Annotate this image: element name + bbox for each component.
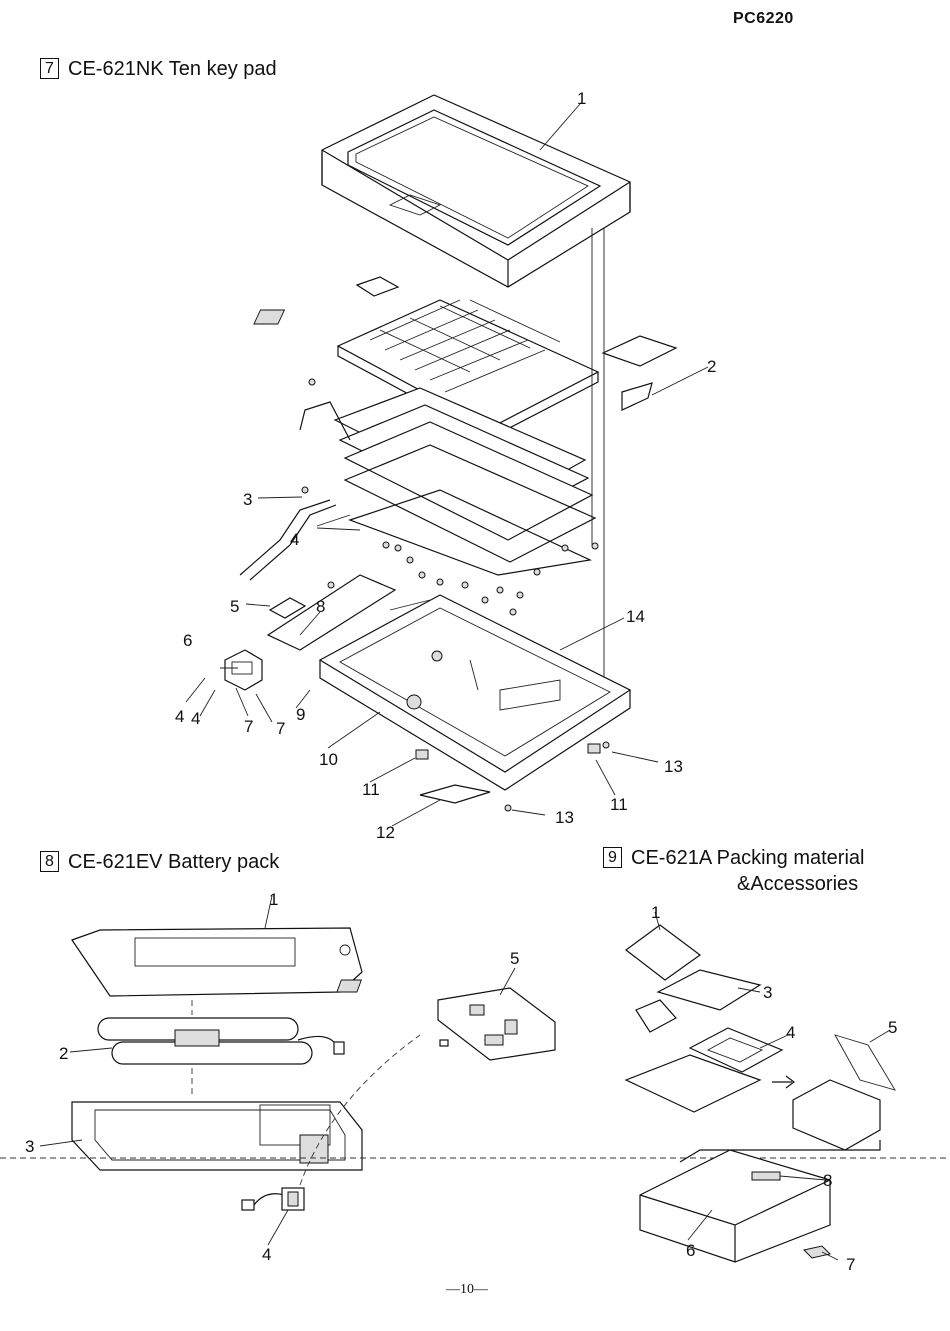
- battery-callout-1: 1: [269, 890, 278, 909]
- guide-lines: [591, 228, 605, 700]
- callout-13b: 13: [555, 808, 574, 827]
- battery-circuit-board: [437, 987, 556, 1061]
- pack-part: [635, 999, 677, 1033]
- pack-tray-3: [656, 969, 762, 1011]
- callout-8: 8: [316, 597, 325, 616]
- battery-lid: [71, 927, 363, 997]
- callout-9: 9: [296, 705, 305, 724]
- callout-11a: 11: [362, 780, 380, 799]
- foot-11-left: [415, 749, 429, 760]
- screws: [301, 378, 599, 616]
- callout-3: 3: [243, 490, 252, 509]
- connector-5: [268, 597, 307, 619]
- keyboard-assembly: [253, 299, 600, 439]
- callout-7a: 7: [244, 717, 253, 736]
- model-number: PC6220: [733, 10, 794, 27]
- connector-6: [224, 649, 263, 691]
- pack-item-7: [803, 1245, 831, 1259]
- cable-loop: [299, 401, 351, 441]
- pack-callout-5: 5: [888, 1018, 897, 1037]
- top-frame: [321, 94, 631, 288]
- section-8-number: 8: [40, 851, 59, 872]
- lower-plate: [348, 489, 593, 576]
- pack-callout-8: 8: [823, 1171, 832, 1190]
- pack-box-4: [688, 1027, 784, 1073]
- section-8-title: CE-621EV Battery pack: [68, 851, 280, 873]
- section-8-heading: 8 CE-621EV Battery pack: [40, 851, 279, 874]
- callout-2: 2: [707, 357, 716, 376]
- pack-callout-4: 4: [786, 1023, 795, 1042]
- flat-cable: [239, 499, 331, 576]
- callout-5: 5: [230, 597, 239, 616]
- pack-callout-7: 7: [846, 1255, 855, 1274]
- callout-7b: 7: [276, 719, 285, 738]
- battery-callout-5: 5: [510, 949, 519, 968]
- pack-callout-1: 1: [651, 903, 660, 922]
- tenkey-exploded-view: 1 2 3 4 5 6 4 4 7 7 8 9 10 11 11 12 13 1…: [175, 89, 716, 842]
- pad-12: [419, 784, 491, 804]
- section-7-title: CE-621NK Ten key pad: [68, 58, 277, 80]
- callout-11b: 11: [610, 795, 628, 814]
- section-7-number: 7: [40, 58, 59, 79]
- section-7-heading: 7 CE-621NK Ten key pad: [40, 58, 277, 81]
- callout-4b: 4: [175, 707, 184, 726]
- side-cover: [601, 335, 678, 367]
- section-9-number: 9: [603, 847, 622, 868]
- callout-6: 6: [183, 631, 192, 650]
- board-8: [266, 574, 397, 651]
- section-9-title: CE-621A Packing material: [631, 847, 865, 869]
- page-number: —10—: [446, 1282, 488, 1297]
- callout-12: 12: [376, 823, 395, 842]
- pack-sheet: [624, 1054, 762, 1113]
- packing-view: 1 3 4 5 6 7 8: [336, 903, 897, 1274]
- callout-4a: 4: [290, 530, 299, 549]
- callout-10: 10: [319, 750, 338, 769]
- callout-4c: 4: [191, 709, 200, 728]
- battery-pack-view: 1 2 3 4 5: [0, 890, 950, 1264]
- bottom-case: [318, 594, 632, 791]
- foot-11-right: [587, 743, 601, 754]
- section-9-heading: 9 CE-621A Packing material: [603, 847, 864, 870]
- battery-callout-2: 2: [59, 1044, 68, 1063]
- pack-outer-box-6: [639, 1149, 831, 1263]
- battery-case: [71, 1101, 363, 1171]
- bracket-2: [621, 382, 653, 411]
- battery-callout-3: 3: [25, 1137, 34, 1156]
- battery-callout-4: 4: [262, 1245, 271, 1264]
- circuit-boards: [333, 387, 597, 563]
- key-cap-part: [355, 276, 400, 297]
- battery-cells: [97, 1017, 345, 1065]
- pack-callout-6: 6: [686, 1241, 695, 1260]
- section-9-title-line2: &Accessories: [737, 873, 859, 895]
- battery-connector: [241, 1187, 305, 1211]
- callout-1: 1: [577, 89, 586, 108]
- pack-box-5: [792, 1034, 896, 1151]
- callout-13a: 13: [664, 757, 683, 776]
- pack-sheet-1: [625, 924, 702, 981]
- pack-callout-3: 3: [763, 983, 772, 1002]
- callout-14: 14: [626, 607, 645, 626]
